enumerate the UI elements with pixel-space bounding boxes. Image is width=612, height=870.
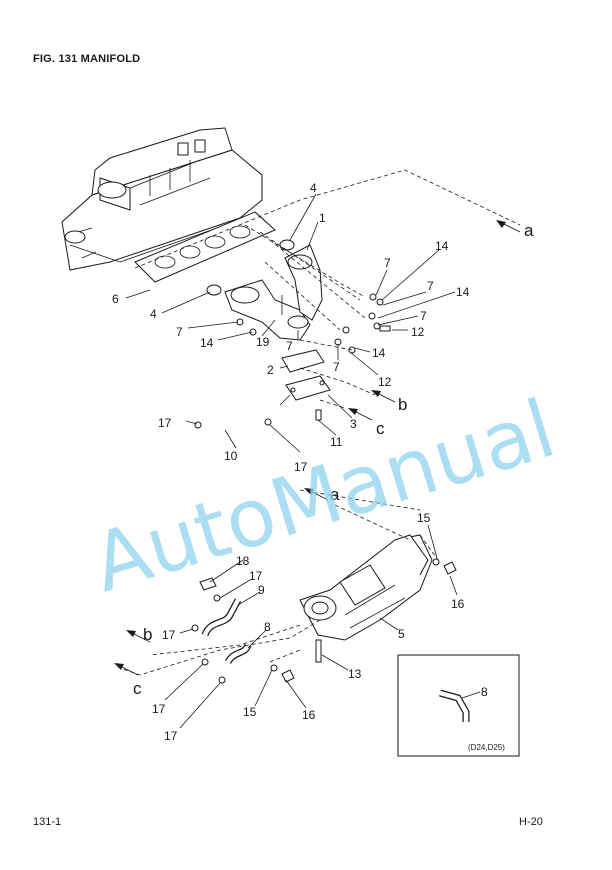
nut-16-lower (281, 669, 295, 683)
callout-6: 6 (112, 292, 119, 306)
callout-7-d: 7 (333, 360, 340, 374)
page-number-right: H-20 (519, 816, 543, 828)
callout-7-e: 7 (176, 325, 183, 339)
callout-17-f: 17 (164, 729, 178, 743)
watermark: AutoManual (82, 382, 565, 610)
callout-8-a: 8 (264, 620, 271, 634)
inset-variant-box: 8 (D24,D25) (397, 654, 520, 757)
hose-10 (198, 400, 270, 426)
callout-17-a: 17 (158, 416, 172, 430)
callout-8-inset: 8 (481, 685, 488, 699)
page-number-left: 131-1 (33, 816, 62, 828)
callout-3: 3 (350, 417, 357, 431)
callout-14-d: 14 (200, 336, 214, 350)
callout-9: 9 (258, 583, 265, 597)
gasket-ring-4-upper (279, 239, 295, 251)
flow-marker-c-top: c (376, 419, 385, 438)
callout-16-a: 16 (451, 597, 465, 611)
nut-16-upper (443, 561, 457, 575)
callout-4-upper: 4 (310, 181, 317, 195)
manifold-gasket-6 (134, 211, 276, 283)
flow-marker-a-mid: a (330, 485, 340, 504)
callout-17-e: 17 (152, 702, 166, 716)
callout-12-b: 12 (378, 375, 392, 389)
flow-marker-a-top: a (524, 221, 534, 240)
callout-19: 19 (256, 335, 270, 349)
callout-14-c: 14 (372, 346, 386, 360)
callout-7-a: 7 (384, 256, 391, 270)
callout-15-a: 15 (417, 511, 431, 525)
exhaust-manifold (224, 244, 323, 341)
gasket-ring-4-lower (206, 284, 222, 296)
flow-marker-b-low: b (143, 625, 152, 644)
intake-manifold-5 (299, 534, 433, 641)
callout-15-b: 15 (243, 705, 257, 719)
callout-7-f: 7 (286, 339, 293, 353)
callout-16-b: 16 (302, 708, 316, 722)
callout-10: 10 (224, 449, 238, 463)
callout-13: 13 (348, 667, 362, 681)
inset-note: (D24,D25) (468, 743, 505, 752)
callout-18: 18 (236, 554, 250, 568)
callout-12-a: 12 (411, 325, 425, 339)
gasket-2 (281, 349, 325, 373)
flow-marker-b-top: b (398, 395, 407, 414)
callout-5: 5 (398, 627, 405, 641)
flow-marker-c-low: c (133, 679, 142, 698)
plate-3 (285, 375, 331, 401)
callout-17-d: 17 (162, 628, 176, 642)
leader-lines (125, 193, 458, 729)
bolts-and-nuts-upper (194, 293, 391, 429)
washer-15-lower (270, 664, 278, 672)
callout-14-a: 14 (435, 239, 449, 253)
callout-7-c: 7 (420, 309, 427, 323)
callout-17-b: 17 (294, 460, 308, 474)
callout-11: 11 (330, 435, 343, 449)
callout-14-b: 14 (456, 285, 470, 299)
callout-7-b: 7 (427, 279, 434, 293)
cylinder-head (61, 127, 263, 271)
flow-arrows (114, 220, 521, 676)
figure-title: FIG. 131 MANIFOLD (33, 53, 141, 65)
callout-2: 2 (267, 363, 274, 377)
washer-15-upper (432, 558, 440, 566)
callout-17-c: 17 (249, 569, 263, 583)
callout-1: 1 (319, 211, 326, 225)
stud-13 (315, 639, 322, 663)
callout-4-lower: 4 (150, 307, 157, 321)
